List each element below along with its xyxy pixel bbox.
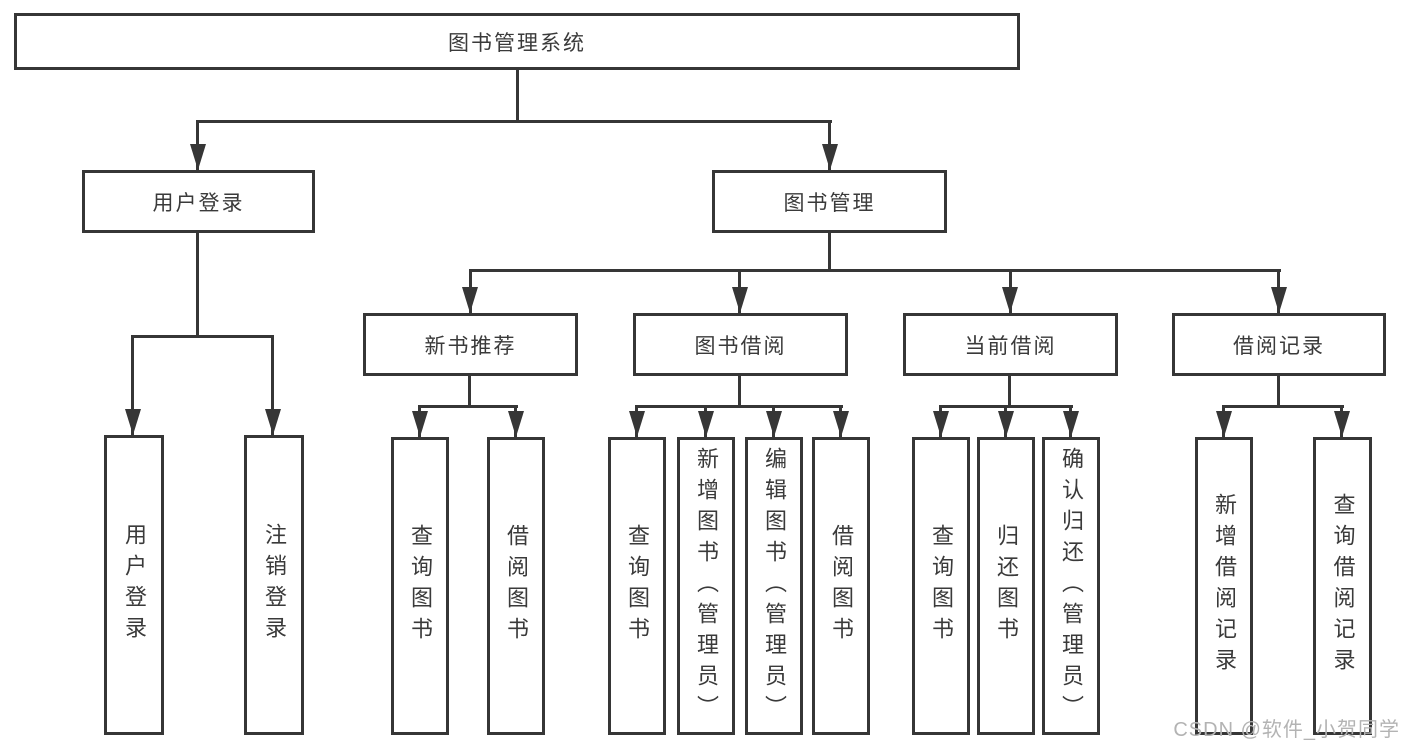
leaf-nb-query-books: 查询图书 <box>391 437 449 735</box>
node-book-borrow-label: 图书借阅 <box>694 334 787 358</box>
node-new-books: 新书推荐 <box>363 313 578 376</box>
arrowhead-bb-edit <box>766 411 782 437</box>
leaf-cb-confirm-return-admin-label: 确认归还（管理员） <box>1059 446 1084 726</box>
leaf-br-query-record-label: 查询借阅记录 <box>1330 493 1356 679</box>
connector-current-borrow-stem <box>1008 376 1011 407</box>
arrowhead-book-borrow <box>732 287 748 313</box>
leaf-br-add-record: 新增借阅记录 <box>1195 437 1253 735</box>
connector-to-leaf-logout <box>271 335 274 435</box>
arrowhead-cb-query <box>933 411 949 437</box>
leaf-cb-query-books: 查询图书 <box>912 437 970 735</box>
arrowhead-cb-return <box>998 411 1014 437</box>
arrowhead-bb-borrow <box>833 411 849 437</box>
connector-user-login-bus <box>131 335 274 338</box>
leaf-bb-query-books: 查询图书 <box>608 437 666 735</box>
leaf-bb-add-books-admin: 新增图书（管理员） <box>677 437 735 735</box>
connector-borrow-records-stem <box>1277 376 1280 407</box>
arrowhead-borrow-records <box>1271 287 1287 313</box>
node-book-management-label: 图书管理 <box>783 191 876 215</box>
leaf-bb-query-books-label: 查询图书 <box>625 524 650 648</box>
arrowhead-bb-add <box>698 411 714 437</box>
arrowhead-new-books <box>462 287 478 313</box>
node-root: 图书管理系统 <box>14 13 1020 70</box>
node-current-borrow-label: 当前借阅 <box>964 334 1057 358</box>
node-current-borrow: 当前借阅 <box>903 313 1118 376</box>
arrowhead-cb-confirm <box>1063 411 1079 437</box>
arrowhead-nb-borrow <box>508 411 524 437</box>
leaf-user-login-label: 用户登录 <box>122 523 147 647</box>
arrowhead-bb-query <box>629 411 645 437</box>
connector-root-stem <box>516 70 519 122</box>
leaf-user-login: 用户登录 <box>104 435 164 735</box>
leaf-nb-query-books-label: 查询图书 <box>408 524 433 648</box>
connector-to-leaf-login <box>131 335 134 435</box>
connector-user-login-stem <box>196 233 199 337</box>
connector-new-books-stem <box>468 376 471 407</box>
arrowhead-user-login <box>190 144 206 170</box>
arrowhead-leaf-logout <box>265 409 281 435</box>
arrowhead-nb-query <box>412 411 428 437</box>
leaf-logout: 注销登录 <box>244 435 304 735</box>
node-new-books-label: 新书推荐 <box>424 334 517 358</box>
leaf-bb-edit-books-admin-label: 编辑图书（管理员） <box>762 446 787 726</box>
arrowhead-book-mgmt <box>822 144 838 170</box>
connector-borrow-records-bus <box>1222 405 1344 408</box>
leaf-bb-add-books-admin-label: 新增图书（管理员） <box>694 446 719 726</box>
leaf-cb-query-books-label: 查询图书 <box>929 524 954 648</box>
connector-book-borrow-bus <box>635 405 843 408</box>
leaf-cb-confirm-return-admin: 确认归还（管理员） <box>1042 437 1100 735</box>
leaf-bb-edit-books-admin: 编辑图书（管理员） <box>745 437 803 735</box>
node-user-login: 用户登录 <box>82 170 315 233</box>
node-book-borrow: 图书借阅 <box>633 313 848 376</box>
connector-book-mgmt-stem <box>828 233 831 272</box>
connector-level1-bus <box>196 120 832 123</box>
leaf-cb-return-books: 归还图书 <box>977 437 1035 735</box>
leaf-bb-borrow-books-label: 借阅图书 <box>829 524 854 648</box>
leaf-br-add-record-label: 新增借阅记录 <box>1212 493 1237 679</box>
leaf-bb-borrow-books: 借阅图书 <box>812 437 870 735</box>
connector-level2-bus <box>469 269 1281 272</box>
arrowhead-br-add <box>1216 411 1232 437</box>
leaf-logout-label: 注销登录 <box>262 523 287 647</box>
node-root-label: 图书管理系统 <box>448 31 586 55</box>
connector-new-books-bus <box>418 405 518 408</box>
leaf-cb-return-books-label: 归还图书 <box>994 524 1019 648</box>
arrowhead-leaf-login <box>125 409 141 435</box>
node-borrow-records-label: 借阅记录 <box>1233 334 1325 358</box>
node-borrow-records: 借阅记录 <box>1172 313 1386 376</box>
node-user-login-label: 用户登录 <box>152 191 245 215</box>
leaf-nb-borrow-books: 借阅图书 <box>487 437 545 735</box>
node-book-management: 图书管理 <box>712 170 947 233</box>
leaf-nb-borrow-books-label: 借阅图书 <box>504 524 529 648</box>
leaf-br-query-record: 查询借阅记录 <box>1313 437 1372 735</box>
connector-book-borrow-stem <box>738 376 741 407</box>
arrowhead-current-borrow <box>1002 287 1018 313</box>
arrowhead-br-query <box>1334 411 1350 437</box>
csdn-watermark: CSDN @软件_小贺同学 <box>1173 719 1400 741</box>
